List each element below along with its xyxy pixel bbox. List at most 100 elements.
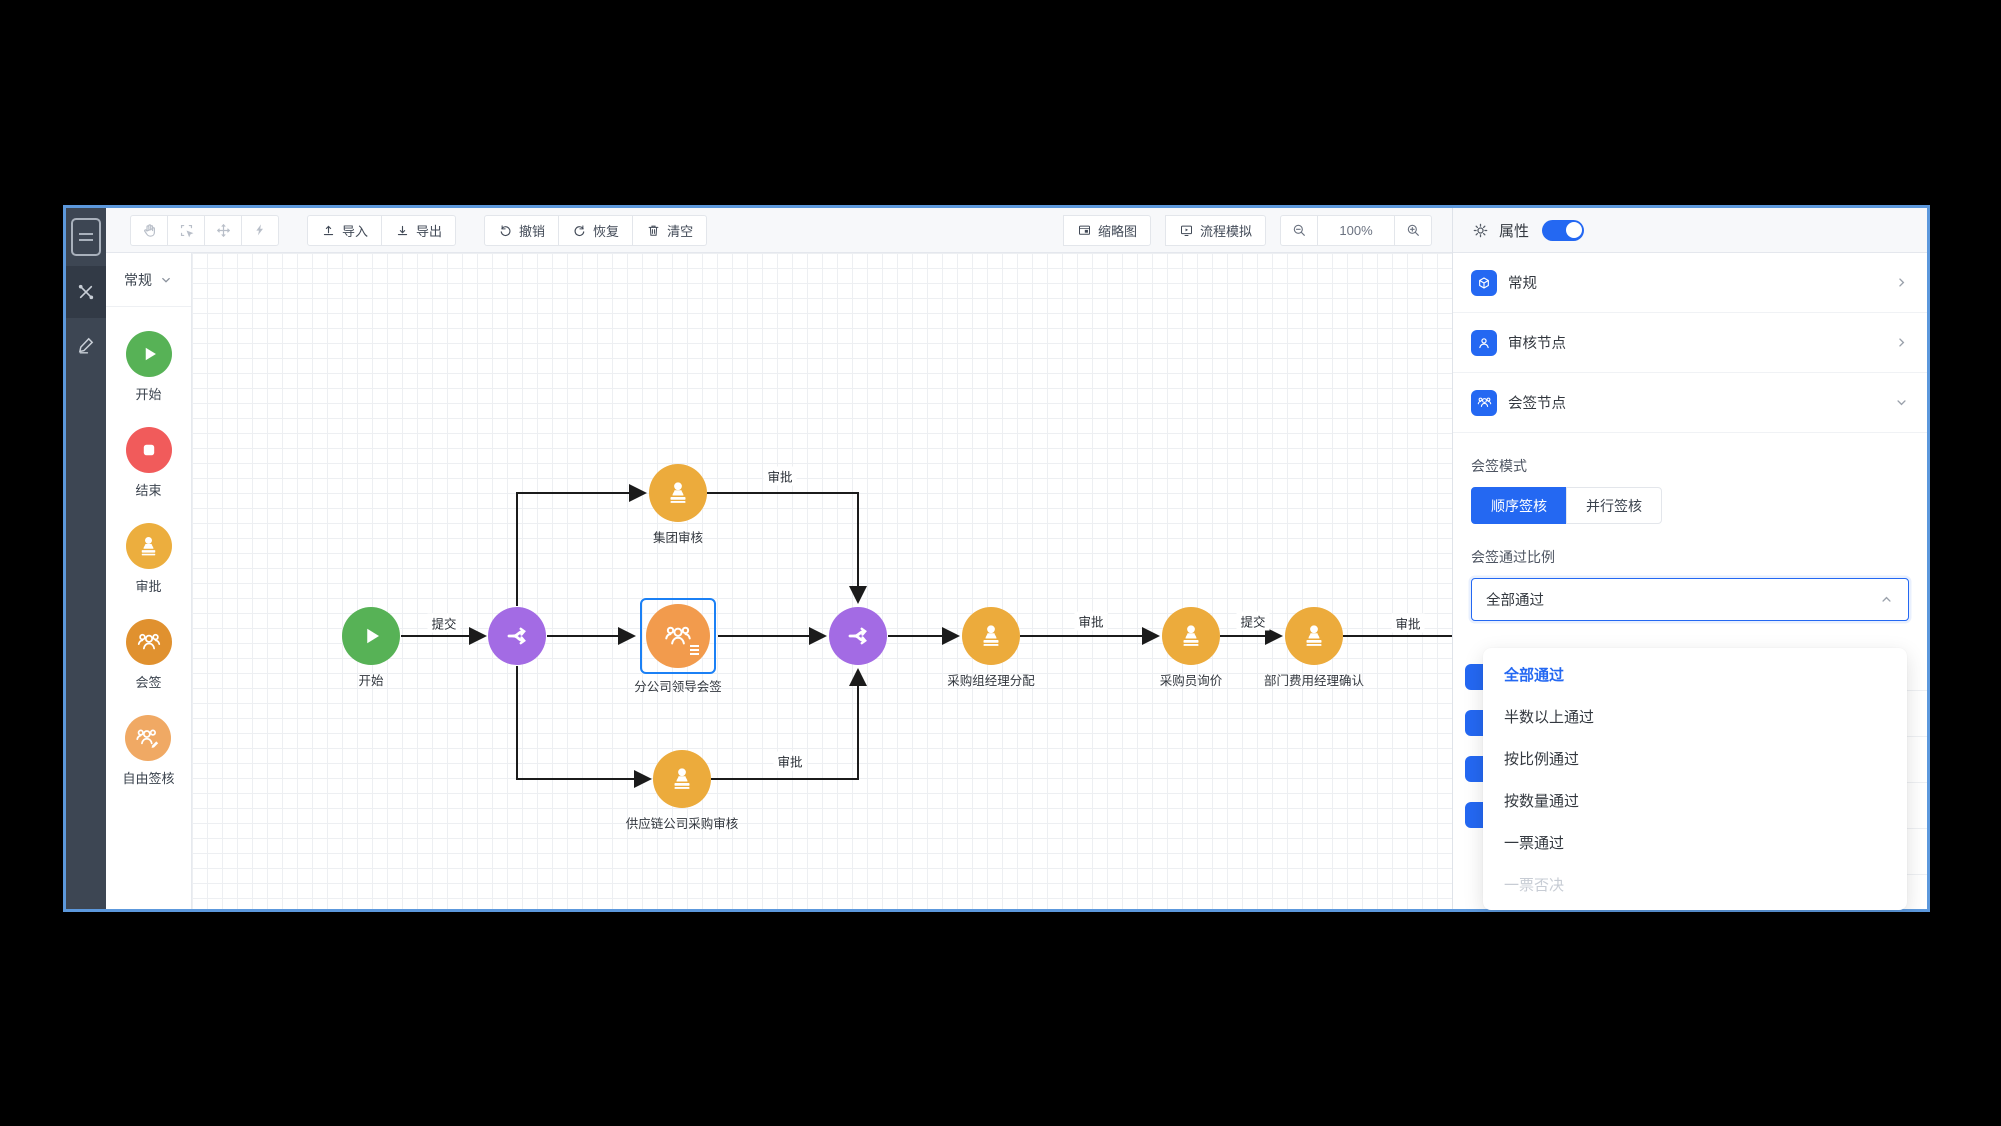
properties-toggle[interactable] — [1542, 219, 1585, 241]
marquee-select-button[interactable] — [167, 214, 205, 246]
palette-item-approve[interactable]: 审批 — [125, 523, 172, 595]
branch-icon — [829, 607, 887, 665]
minimap-icon — [1077, 223, 1092, 238]
palette-group-label: 常规 — [124, 271, 152, 288]
node-label: 部门费用经理确认 — [1263, 674, 1365, 688]
flow-edges — [401, 484, 1452, 788]
hand-tool-button[interactable] — [130, 214, 168, 246]
editor-body: 常规 开始 结束 审批 会签 — [106, 253, 1452, 909]
sign-mode-segment: 顺序签核 并行签核 — [1471, 487, 1662, 524]
simulate-label: 流程模拟 — [1199, 223, 1252, 239]
undo-button[interactable]: 撤销 — [484, 214, 560, 246]
dropdown-option-count-pass[interactable]: 按数量通过 — [1504, 792, 1580, 810]
chevron-down-icon — [159, 273, 173, 287]
redo-button[interactable]: 恢复 — [558, 214, 634, 246]
document-icon — [71, 218, 101, 256]
workflow-designer-window: 导入 导出 撤销 恢复 清空 缩略图 流程模拟 100% — [63, 205, 1930, 912]
chevron-right-icon — [1894, 275, 1909, 290]
minimap-group: 缩略图 — [1062, 214, 1151, 246]
palette-item-countersign[interactable]: 会签 — [125, 619, 172, 691]
edge-label[interactable]: 审批 — [1391, 613, 1425, 633]
rail-item-document[interactable] — [66, 208, 106, 266]
redo-icon — [572, 223, 587, 238]
zoom-in-icon — [1405, 222, 1421, 238]
user-icon — [1471, 329, 1497, 356]
upload-icon — [321, 223, 336, 238]
section-label: 会签节点 — [1508, 396, 1566, 412]
import-button[interactable]: 导入 — [307, 214, 383, 246]
box-icon — [1471, 269, 1497, 296]
properties-panel: 属性 常规 审核节点 会签节点 会签模式 顺序签核 并行签核 会签通过比例 — [1452, 208, 1927, 910]
download-icon — [395, 223, 410, 238]
simulate-button[interactable]: 流程模拟 — [1164, 214, 1266, 246]
edge-label[interactable]: 提交 — [1236, 611, 1270, 631]
undo-icon — [498, 223, 513, 238]
simulate-icon — [1179, 223, 1194, 238]
move-icon — [215, 222, 232, 239]
palette-item-end[interactable]: 结束 — [125, 427, 172, 499]
minimap-button[interactable]: 缩略图 — [1062, 214, 1151, 246]
section-label: 常规 — [1508, 276, 1537, 292]
rail-item-components[interactable] — [66, 266, 106, 318]
pass-ratio-dropdown: 全部通过 半数以上通过 按比例通过 按数量通过 一票通过 一票否决 — [1483, 648, 1907, 910]
palette-item-label: 开始 — [135, 387, 162, 402]
move-button[interactable] — [204, 214, 242, 246]
parallel-sign-button[interactable]: 并行签核 — [1566, 487, 1662, 524]
palette-item-start[interactable]: 开始 — [125, 331, 172, 403]
dropdown-option-all-pass[interactable]: 全部通过 — [1504, 666, 1565, 684]
palette-item-label: 审批 — [135, 579, 162, 594]
dropdown-option-one-vote-pass[interactable]: 一票通过 — [1504, 834, 1565, 852]
pass-ratio-select[interactable]: 全部通过 — [1471, 578, 1909, 621]
section-review-node[interactable]: 审核节点 — [1453, 313, 1927, 373]
palette-item-free-sign[interactable]: 自由签核 — [122, 715, 175, 787]
dropdown-option-ratio-pass[interactable]: 按比例通过 — [1504, 750, 1580, 768]
users-pen-icon — [125, 715, 172, 761]
palette-item-label: 自由签核 — [122, 771, 175, 786]
users-icon — [646, 604, 710, 668]
node-label: 开始 — [358, 674, 384, 688]
pen-icon — [76, 334, 97, 355]
undo-label: 撤销 — [519, 223, 546, 239]
divider — [1903, 874, 1927, 875]
stamp-icon — [649, 464, 707, 522]
edge-label[interactable]: 审批 — [763, 466, 797, 486]
palette-group-header[interactable]: 常规 — [106, 253, 191, 307]
section-countersign-node[interactable]: 会签节点 — [1453, 373, 1927, 433]
node-label: 采购组经理分配 — [947, 674, 1035, 688]
clear-button[interactable]: 清空 — [632, 214, 708, 246]
edge-label[interactable]: 审批 — [773, 751, 807, 771]
export-button[interactable]: 导出 — [381, 214, 457, 246]
stamp-icon — [653, 750, 711, 808]
node-label: 供应链公司采购审核 — [625, 817, 739, 831]
stamp-icon — [962, 607, 1020, 665]
dropdown-option-one-vote-veto: 一票否决 — [1504, 876, 1565, 894]
divider — [1903, 690, 1927, 691]
node-label: 集团审核 — [652, 531, 704, 545]
play-icon — [342, 607, 400, 665]
stamp-icon — [1285, 607, 1343, 665]
list-badge-icon — [690, 645, 699, 655]
section-general[interactable]: 常规 — [1453, 253, 1927, 313]
marquee-select-icon — [178, 222, 195, 239]
components-icon — [75, 281, 97, 303]
branch-icon — [488, 607, 546, 665]
edge-label[interactable]: 审批 — [1074, 611, 1108, 631]
edge-label[interactable]: 提交 — [427, 613, 461, 633]
stop-icon — [125, 427, 172, 473]
zoom-group: 100% — [1280, 214, 1432, 246]
rail-item-pen[interactable] — [66, 318, 106, 370]
divider — [1903, 828, 1927, 829]
gear-icon — [1471, 221, 1490, 240]
dropdown-option-majority-pass[interactable]: 半数以上通过 — [1504, 708, 1595, 726]
hand-icon — [141, 222, 158, 239]
zoom-out-button[interactable] — [1280, 214, 1318, 246]
toolbar: 导入 导出 撤销 恢复 清空 缩略图 流程模拟 100% — [106, 208, 1452, 253]
section-label: 审核节点 — [1508, 336, 1566, 352]
divider — [1903, 782, 1927, 783]
flash-button[interactable] — [241, 214, 279, 246]
history-group: 撤销 恢复 清空 — [484, 214, 708, 246]
sequential-sign-button[interactable]: 顺序签核 — [1471, 487, 1567, 524]
flash-icon — [252, 222, 268, 238]
flow-canvas[interactable]: 提交 审批 审批 审批 提交 审批 开始 集团审核 — [192, 253, 1452, 909]
zoom-in-button[interactable] — [1394, 214, 1432, 246]
